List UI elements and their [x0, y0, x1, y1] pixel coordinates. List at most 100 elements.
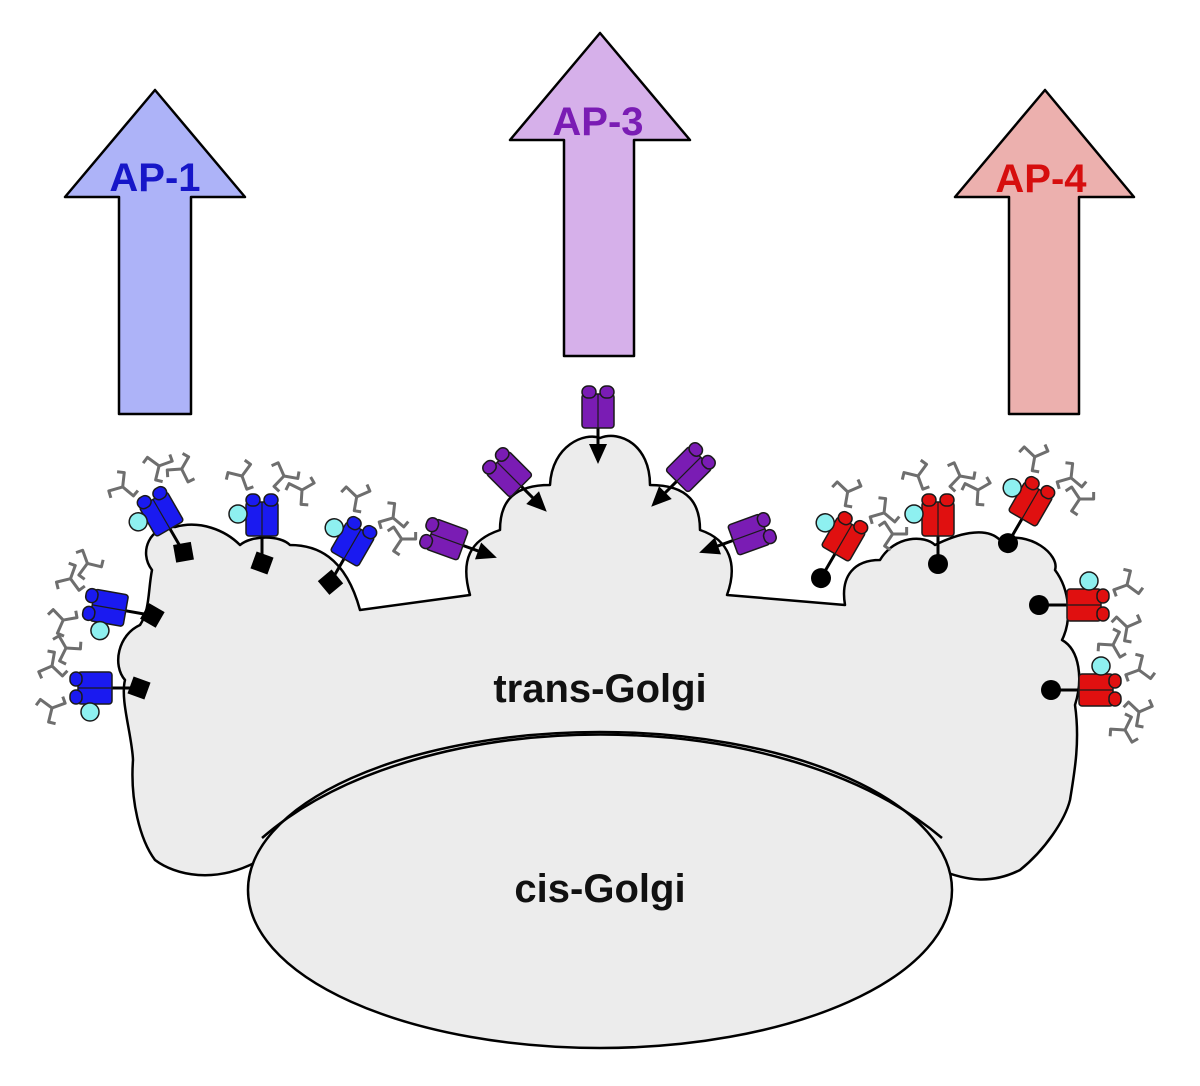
ap1-complex-4-ear-top: [84, 587, 99, 604]
ap4-complex-3-coat-a: [1055, 461, 1088, 490]
ap1-complex-4-cargo-square: [140, 603, 165, 628]
ap4-complex-1-coat-b-leg: [831, 480, 849, 493]
ap1-complex-3-coat-b-leg: [356, 483, 372, 499]
ap1-complex-4-coat-a: [54, 561, 86, 592]
ap4-complex-2-coat-a: [946, 461, 977, 493]
ap4-complex-3-coat-b-leg: [1030, 456, 1040, 474]
cis-golgi-membrane: [246, 730, 954, 1050]
ap3-adaptor-complexes: [419, 385, 777, 561]
ap1-complex-5-coat-a: [37, 649, 69, 680]
ap1-complex-5-coat-c-leg: [58, 647, 68, 666]
ap4-complex-4-ear-top: [1096, 606, 1110, 622]
ap1-complex-2-coat-b: [224, 458, 254, 491]
ap1-complex-1-coat-a-leg: [154, 465, 164, 484]
ap1-complex-2-coat-a-leg: [283, 471, 301, 480]
ap4-complex-1-coat-a-leg: [883, 511, 901, 524]
ap1-complex-3-cargo-square: [317, 569, 344, 595]
cis-golgi-label: cis-Golgi: [514, 867, 685, 911]
ap1-complex-2-coat-c: [284, 476, 316, 507]
ap1-complex-1-coat-a-leg: [141, 455, 160, 468]
ap1-complex-1-coat-c-leg: [180, 468, 196, 484]
ap1-complex-5-ear-bottom: [69, 689, 83, 705]
ap4-complex-3-cargo-circle: [998, 533, 1018, 554]
ap4-complex-2-coat-c-leg: [975, 489, 985, 507]
ap1-complex-3-coat-b: [340, 483, 372, 514]
ap1-complex-2-coat-a-leg: [272, 474, 286, 493]
ap4-complex-2-ear-bottom: [921, 493, 937, 507]
ap1-complex-3-ear-top: [362, 524, 378, 540]
ap1-complex-5-coat-b-leg: [34, 697, 53, 710]
ap4-complex-1-cargo-stalk: [823, 553, 837, 572]
ap4-complex-2-coat-b-leg: [916, 458, 929, 477]
ap4-adaptor-complexes: [811, 443, 1157, 744]
ap4-complex-3: [998, 443, 1096, 554]
ap3-complex-2-divider: [496, 461, 522, 487]
ap4-complex-5-ear-bottom: [1108, 673, 1122, 689]
arrow-ap3: AP-3: [508, 31, 692, 358]
ap4-complex-4-coat-a-leg: [1123, 626, 1132, 644]
ap4-complex-4-arf: [1079, 571, 1099, 591]
ap1-complex-1-coat-a-leg: [158, 454, 174, 468]
ap4-complex-1-coat-c-leg: [877, 520, 894, 535]
ap1-complex-2-cargo-square: [250, 551, 274, 575]
ap1-adaptor-complexes: [34, 452, 418, 726]
ap1-complex-5-coat-a-leg: [37, 664, 53, 680]
ap3-complex-4: [651, 442, 716, 507]
ap4-complex-5-coat-b-leg: [1138, 668, 1157, 681]
ap4-complex-3-coat-c-leg: [1064, 485, 1081, 500]
ap4-complex-5-coat-a-leg: [1122, 700, 1141, 714]
ap1-complex-5-coat-b-leg: [47, 707, 56, 726]
ap4-complex-2-coat-b-leg: [916, 475, 930, 491]
ap4-complex-2-ear-top: [939, 493, 955, 507]
ap1-complex-3-coat-b-leg: [352, 496, 362, 514]
ap1-complex-5-coat-a-leg: [47, 649, 56, 667]
ap4-complex-1-coat-a: [868, 496, 901, 525]
ap4-complex-5-coat-c-leg: [1123, 712, 1133, 731]
ap3-complex-5: [699, 512, 777, 556]
ap4-complex-1-arf: [815, 513, 835, 533]
arrow-ap4-label: AP-4: [995, 157, 1087, 201]
ap1-complex-5-coat-b: [34, 696, 67, 726]
ap1-complex-3-coat-a-leg: [377, 516, 394, 530]
ap1-complex-3-coat-a-leg: [387, 501, 397, 519]
ap1-complex-3-divider: [343, 529, 362, 560]
ap1-complex-5-coat-b-leg: [51, 696, 67, 710]
ap1-complex-4-coat-a-leg: [54, 577, 71, 590]
ap4-complex-5-cargo-circle: [1041, 680, 1061, 700]
ap4-complex-2-coat-c-leg: [960, 482, 979, 492]
ap3-complex-4-ear-bottom: [688, 442, 704, 457]
ap4-complex-4-coat-a: [1110, 613, 1142, 644]
ap1-complex-1-coat-c: [165, 452, 196, 484]
ap4-complex-1-coat-c-leg: [892, 527, 909, 536]
ap1-complex-3-coat-c-leg: [401, 532, 418, 541]
ap1-complex-4-coat-c-leg: [87, 559, 105, 569]
ap1-complex-4-coat-c-leg: [75, 548, 89, 564]
ap1-complex-1-cargo-stalk: [168, 528, 182, 547]
ap4-complex-3-coat-b-leg: [1034, 443, 1050, 459]
ap1-complex-3-coat-c-leg: [386, 525, 403, 540]
ap4-complex-2-coat-c-leg: [977, 476, 992, 492]
ap1-complex-2-coat-a-leg: [270, 461, 286, 477]
ap1-complex-1-coat-b: [107, 470, 140, 499]
ap3-complex-2-ear-bottom: [482, 459, 497, 475]
ap1-complex-2: [224, 458, 316, 575]
ap1-complex-2-coat-b-leg: [224, 471, 243, 480]
ap3-complex-3-cargo-arrowhead: [474, 542, 497, 560]
ap3-complex-3: [419, 517, 497, 561]
ap4-complex-2-coat-a-leg: [946, 461, 962, 477]
ap4-complex-5-coat-b-leg: [1135, 652, 1144, 671]
arrow-ap3-shape: [508, 31, 692, 358]
ap1-complex-3: [317, 483, 418, 595]
ap4-complex-2-coat-a-leg: [959, 471, 977, 480]
ap4-complex-5-coat-a-leg: [1135, 711, 1144, 729]
ap4-complex-3-divider: [1021, 489, 1040, 520]
ap4-complex-1-coat-b-leg: [843, 491, 853, 509]
ap1-complex-1-coat-c-leg: [180, 452, 191, 470]
ap3-complex-5-divider: [732, 528, 766, 542]
ap4-complex-5-arf: [1091, 656, 1111, 676]
ap1-complex-4-divider: [92, 604, 126, 612]
ap3-complex-2: [482, 447, 547, 512]
ap4-complex-3-coat-a-leg: [1065, 461, 1075, 479]
ap1-complex-5-coat-a-leg: [50, 664, 69, 678]
ap4-complex-3-coat-b: [1018, 443, 1050, 474]
